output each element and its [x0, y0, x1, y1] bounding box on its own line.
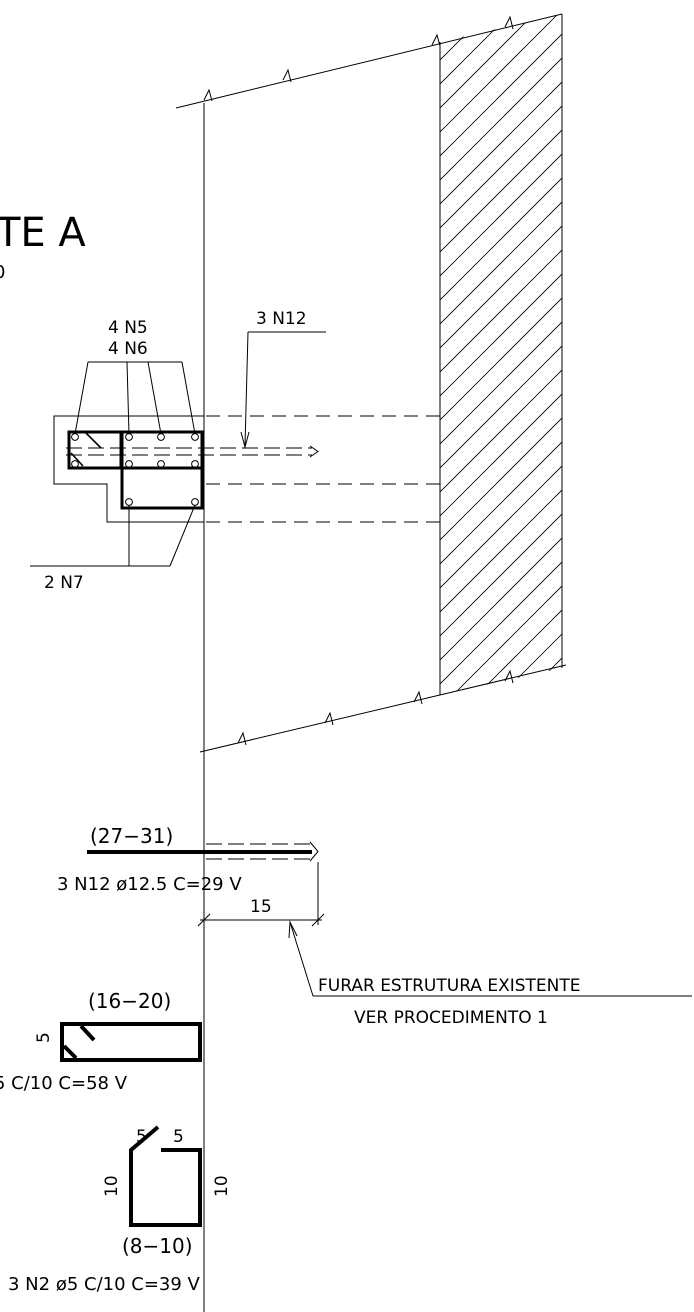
stirrup-rect-length-range: (16−20) — [88, 989, 171, 1013]
hatch-line — [440, 14, 562, 47]
hatch-line — [440, 423, 562, 575]
label-bottom-bars: 2 N7 — [44, 573, 84, 593]
hatch-line — [440, 495, 562, 647]
hatch-line — [430, 712, 580, 862]
hatch-line — [440, 111, 562, 263]
stirrup-right-bottom — [120, 466, 204, 510]
stirrup-left — [67, 430, 123, 470]
hatch-line — [440, 303, 562, 455]
stirrup-closed-length-range: (8−10) — [122, 1234, 193, 1258]
hatch-line — [440, 639, 562, 695]
section-scale-fragment: 0 — [0, 262, 5, 283]
drilled-holes — [206, 415, 440, 523]
section-title: TE A — [0, 210, 86, 256]
hatch-line — [440, 615, 562, 695]
hatch-line — [440, 519, 562, 671]
stirrup-closed-side-left: 10 — [102, 1175, 122, 1197]
hatch-line — [440, 663, 562, 695]
stirrup-closed-hook-right: 5 — [173, 1127, 184, 1147]
hatch-line — [440, 351, 562, 503]
label-dowel-callout: 3 N12 — [256, 309, 307, 329]
dowel-length-range: (27−31) — [90, 824, 173, 848]
hatch-line — [440, 14, 562, 119]
hatch-line — [440, 15, 562, 167]
hatch-line — [440, 543, 562, 695]
stirrup-rect-spec: 5 C/10 C=58 V — [0, 1073, 128, 1094]
hatch-line — [440, 14, 562, 71]
beam-section — [53, 415, 319, 523]
drill-note-line1: FURAR ESTRUTURA EXISTENTE — [318, 976, 581, 996]
leader-lines — [30, 331, 326, 567]
break-ticks-top — [203, 15, 514, 102]
stirrup-right-top — [120, 430, 204, 470]
hatch-line — [440, 375, 562, 527]
hatch-line — [440, 63, 562, 215]
break-line-bottom — [199, 664, 567, 753]
rebar-points — [71, 433, 199, 506]
hatch-line — [440, 567, 562, 695]
dowel-anchor-dim: 15 — [250, 897, 272, 917]
stirrup-rect-hook-dim: 5 — [34, 1032, 54, 1043]
hatch-line — [440, 135, 562, 287]
dowel-spec: 3 N12 ø12.5 C=29 V — [57, 874, 242, 895]
hatch-line — [440, 14, 562, 23]
stirrup-closed-spec: 3 N2 ø5 C/10 C=39 V — [8, 1274, 201, 1295]
hatch-line — [440, 591, 562, 695]
stirrup-closed-hook-left: 5 — [136, 1127, 147, 1147]
hatch-line — [440, 399, 562, 551]
stirrup-rect-detail: (16−20) 5 5 C/10 C=58 V — [0, 989, 202, 1094]
hatch-line — [440, 471, 562, 623]
dowel-detail: (27−31) 3 N12 ø12.5 C=29 V 15 FURAR ESTR… — [57, 824, 692, 1028]
drill-note-line2: VER PROCEDIMENTO 1 — [354, 1008, 548, 1028]
concrete-hatch — [430, 14, 580, 886]
existing-structure — [175, 13, 580, 1312]
hatch-line — [440, 687, 562, 695]
break-ticks-bottom — [237, 669, 514, 746]
hatch-line — [430, 736, 580, 886]
hatch-line — [440, 14, 562, 143]
hatch-line — [440, 159, 562, 311]
label-stirrup-group-top: 4 N5 — [108, 318, 148, 338]
hatch-line — [440, 279, 562, 431]
hatch-line — [440, 183, 562, 335]
dowel-bars — [66, 445, 319, 458]
hatch-line — [440, 231, 562, 383]
hatch-line — [440, 327, 562, 479]
stirrup-closed-detail: 5 5 10 10 (8−10) 3 N2 ø5 C/10 C=39 V — [8, 1125, 232, 1295]
label-stirrup-group-bottom: 4 N6 — [108, 339, 148, 359]
break-line-top — [175, 13, 563, 109]
stirrup-hook — [85, 432, 102, 449]
hatch-line — [440, 87, 562, 239]
hatch-line — [440, 207, 562, 359]
hatch-line — [440, 255, 562, 407]
beam-outline — [53, 415, 204, 523]
hatch-line — [440, 447, 562, 599]
hatch-line — [440, 39, 562, 191]
stirrup-closed-side-right: 10 — [212, 1175, 232, 1197]
